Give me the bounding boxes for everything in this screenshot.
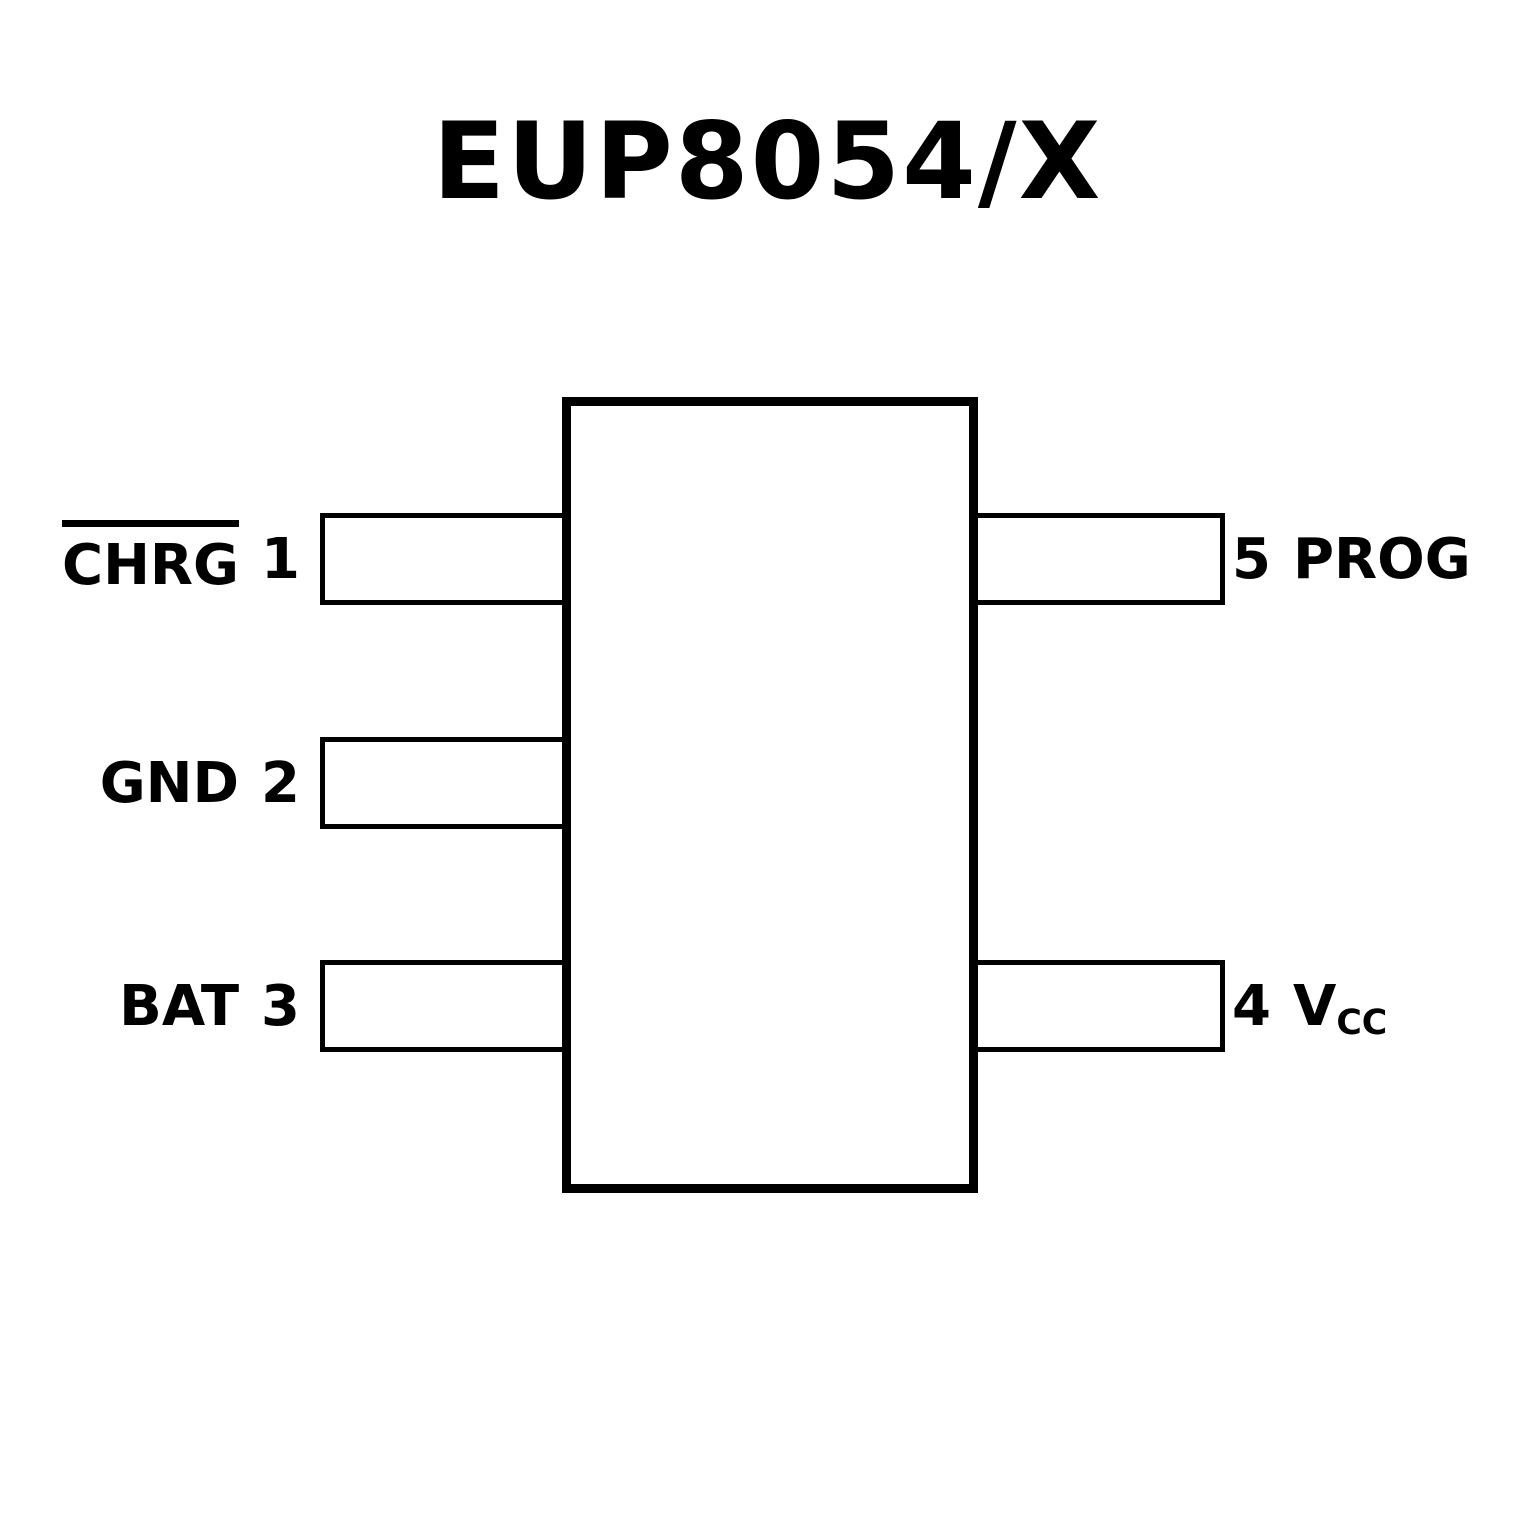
pin-3-name: BAT <box>119 973 240 1039</box>
pin-5-label: 5 PROG <box>1232 513 1471 605</box>
pin-5-number: 5 <box>1232 526 1271 592</box>
pin-4-lead <box>965 960 1225 1052</box>
pin-1-number: 1 <box>261 526 300 592</box>
pin-2-number: 2 <box>261 750 300 816</box>
pin-4-label: 4 VCC <box>1232 960 1387 1052</box>
pin-3-number: 3 <box>261 973 300 1039</box>
pin-4-name-subscript: CC <box>1336 1003 1388 1044</box>
pin-5-lead <box>965 513 1225 605</box>
pin-4-number: 4 <box>1232 973 1271 1039</box>
chip-title: EUP8054/X <box>432 100 1103 223</box>
pin-2-name: GND <box>99 750 240 816</box>
pin-4-name: VCC <box>1292 973 1388 1044</box>
pin-2-label: GND 2 <box>50 737 300 829</box>
pin-3-lead <box>320 960 580 1052</box>
chip-body <box>562 397 978 1193</box>
pin-2-lead <box>320 737 580 829</box>
pin-5-name: PROG <box>1292 526 1471 592</box>
pin-1-lead <box>320 513 580 605</box>
pin-1-name: CHRG <box>61 520 240 598</box>
pin-1-label: CHRG 1 <box>50 513 300 605</box>
pin-3-label: BAT 3 <box>50 960 300 1052</box>
